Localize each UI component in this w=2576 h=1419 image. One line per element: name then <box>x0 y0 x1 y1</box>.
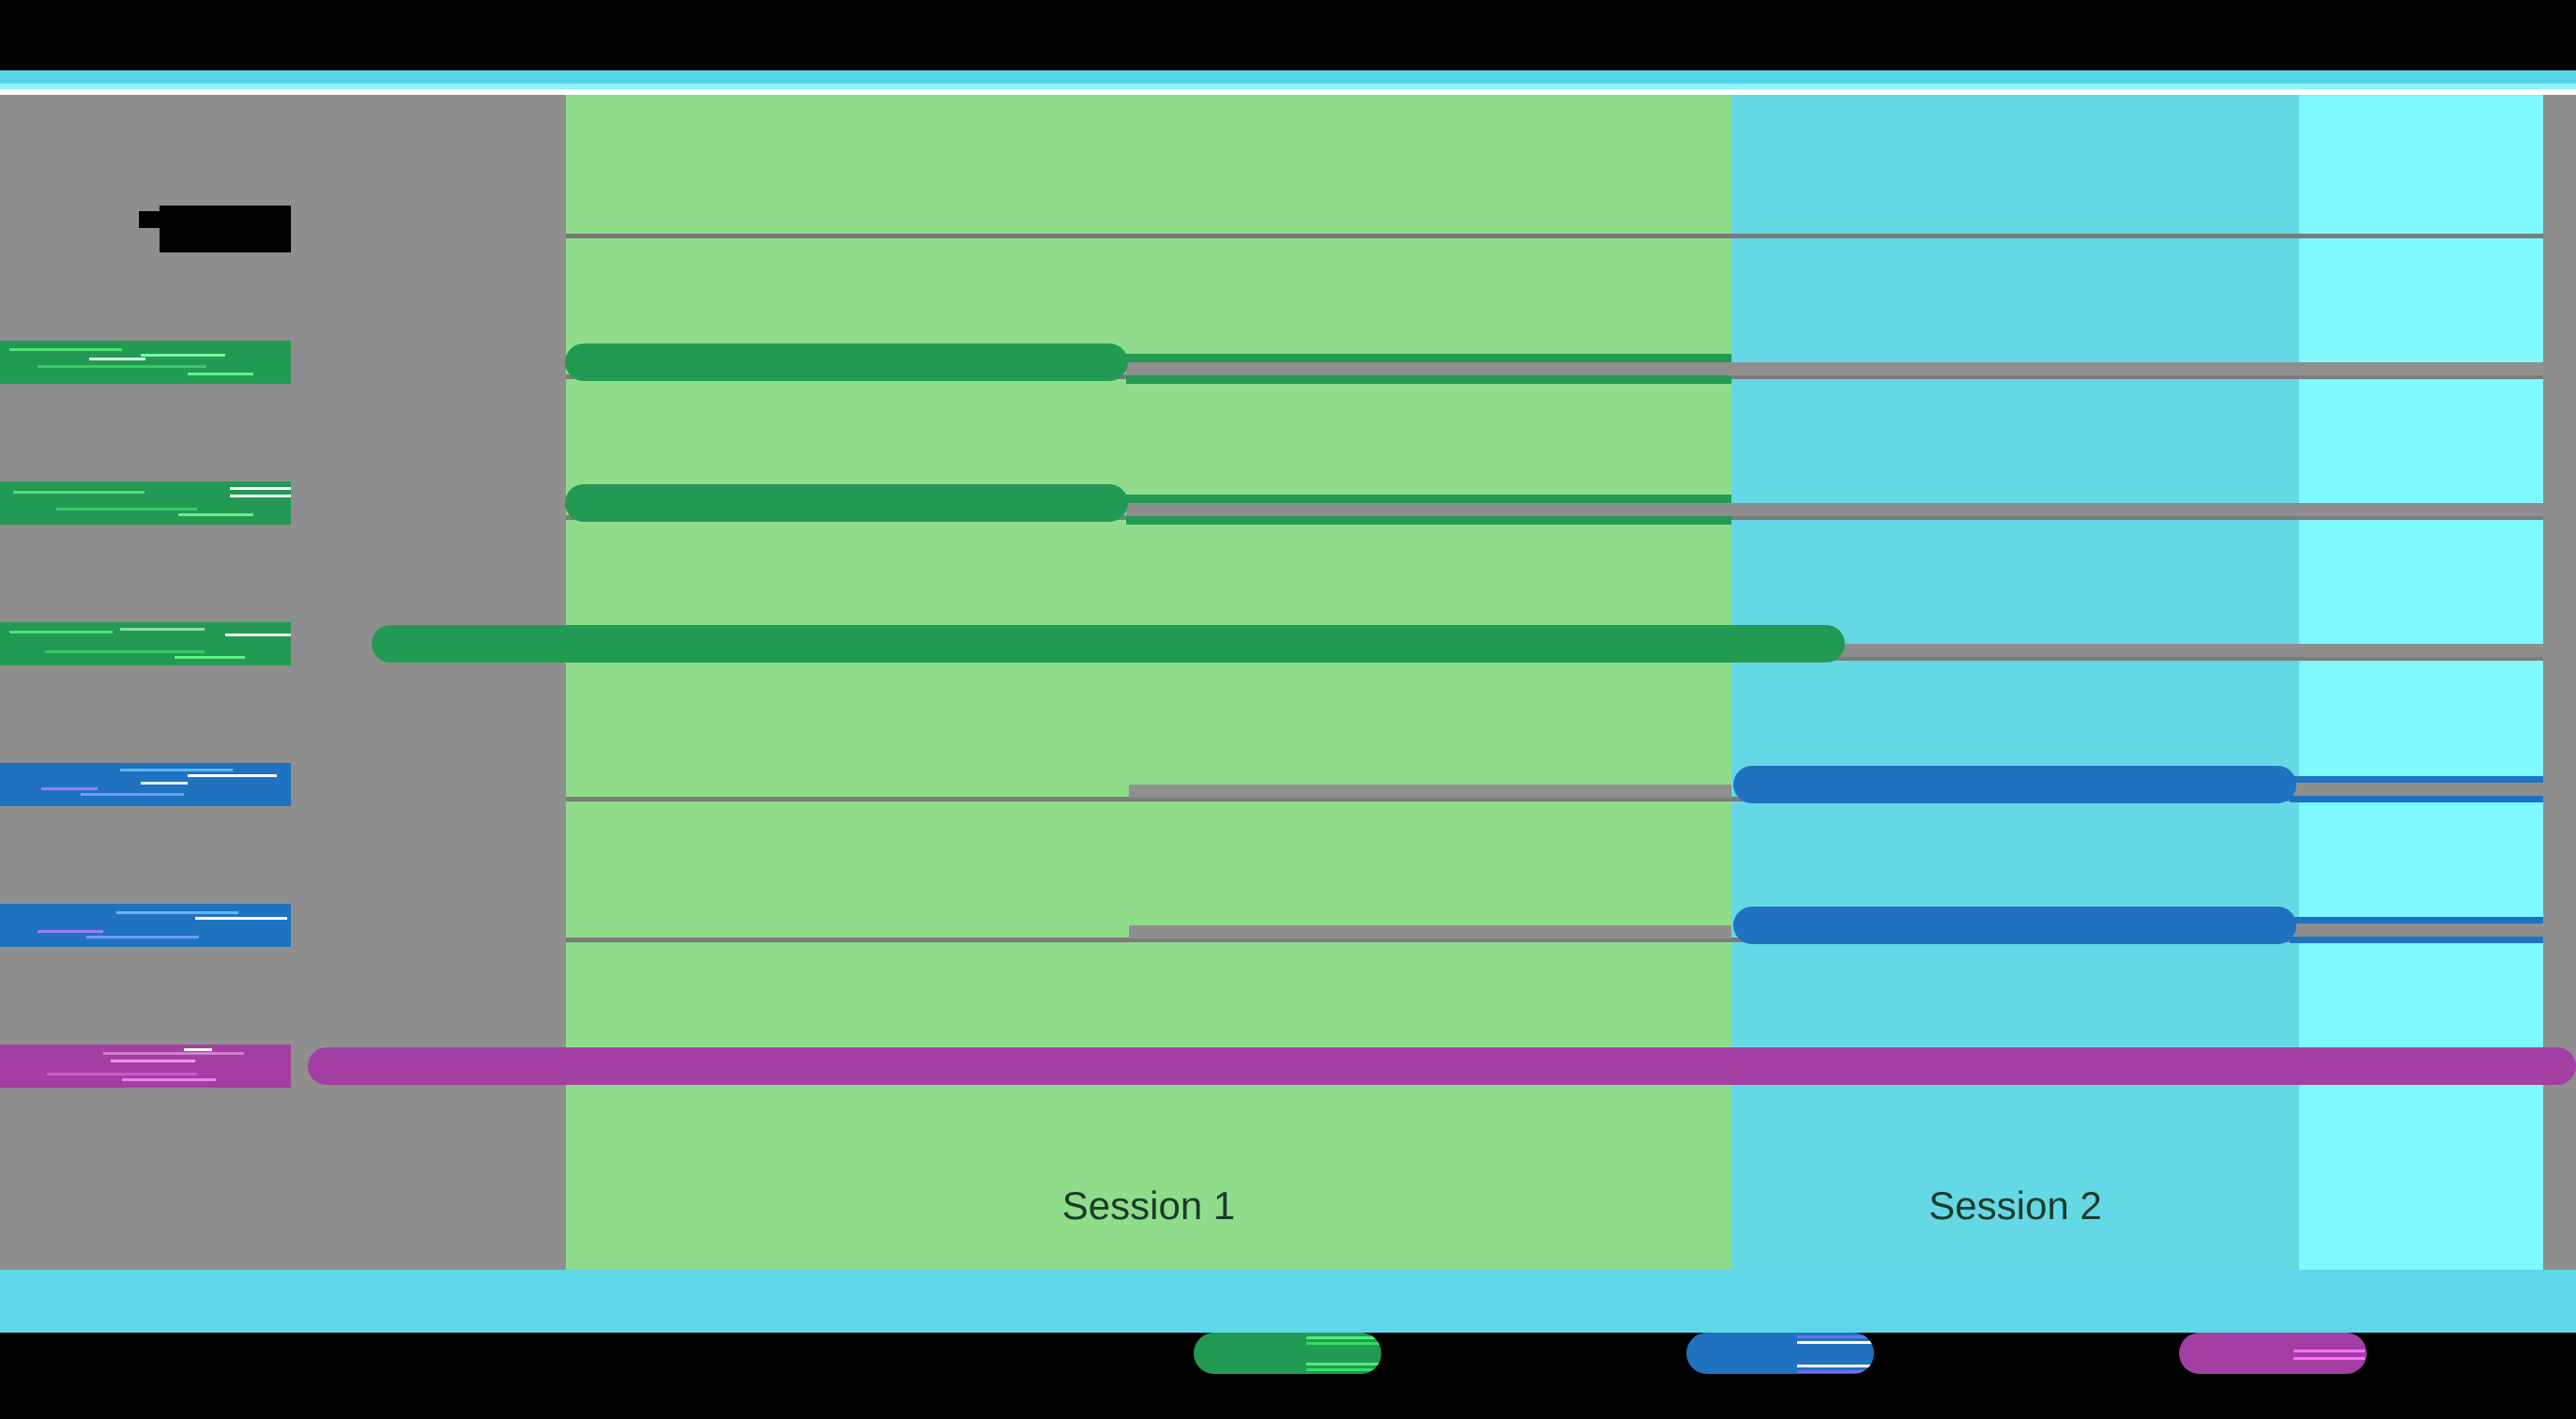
y-tick-5[interactable]: [REDACTED] <box>0 1045 291 1088</box>
task-bar-thin-1[interactable] <box>1126 495 1731 525</box>
y-tick-label-1: [REDACTED] <box>0 481 291 525</box>
task-bar-0[interactable] <box>565 343 1128 381</box>
page-title: [REDACTED] <box>160 206 291 252</box>
y-tick-4[interactable]: [REDACTED] <box>0 904 291 947</box>
y-tick-label-4: [REDACTED] <box>0 904 291 947</box>
gantt-plot-area: Session 1 Session 2 <box>0 95 2576 1270</box>
y-tick-2[interactable]: [REDACTED] <box>0 622 291 665</box>
gridline-row-0 <box>566 234 2543 238</box>
page-title-extra <box>139 211 167 228</box>
gridline-row-5 <box>566 938 2543 942</box>
top-banner-strip-3 <box>0 89 2576 95</box>
y-tick-label-3: [REDACTED] <box>0 763 291 806</box>
figure-canvas: Session 1 Session 2 <box>0 70 2576 1419</box>
session-zone-3 <box>2299 95 2543 1270</box>
task-bar-thin-2 <box>1811 644 2543 657</box>
y-tick-label-5: [REDACTED] <box>0 1045 291 1088</box>
legend-key-2[interactable]: [REDACTED] <box>2179 1333 2367 1374</box>
legend-key-1[interactable]: [REDACTED] <box>1686 1333 1874 1374</box>
task-bar-1[interactable] <box>565 484 1128 522</box>
task-bar-thin-lead-4 <box>1129 925 1731 938</box>
session-2-label: Session 2 <box>1928 1183 2102 1228</box>
y-tick-3[interactable]: [REDACTED] <box>0 763 291 806</box>
task-bar-5[interactable] <box>308 1047 2576 1085</box>
session-zone-2: Session 2 <box>1731 95 2299 1270</box>
top-banner-strip-2 <box>0 84 2576 89</box>
top-banner-strip-1 <box>0 70 2576 84</box>
y-tick-1[interactable]: [REDACTED] <box>0 481 291 525</box>
gridline-row-4 <box>566 797 2543 801</box>
task-bar-thin-tail-1 <box>1731 503 2543 516</box>
task-bar-2[interactable] <box>372 625 1845 663</box>
task-bar-thin-3[interactable] <box>2290 776 2543 802</box>
y-tick-label-0: [REDACTED] <box>0 341 291 384</box>
session-zone-1: Session 1 <box>566 95 1731 1270</box>
task-bar-thin-tail-0 <box>1731 362 2543 375</box>
task-bar-thin-lead-3 <box>1129 785 1731 798</box>
y-tick-0[interactable]: [REDACTED] <box>0 341 291 384</box>
y-tick-label-2: [REDACTED] <box>0 622 291 665</box>
legend: [REDACTED] [REDACTED] [REDACTED] <box>0 1333 2576 1419</box>
task-bar-thin-0[interactable] <box>1126 354 1731 384</box>
task-bar-thin-4[interactable] <box>2290 917 2543 943</box>
session-1-label: Session 1 <box>1061 1183 1236 1228</box>
task-bar-3[interactable] <box>1733 766 2296 803</box>
task-bar-4[interactable] <box>1733 907 2296 944</box>
legend-key-0[interactable]: [REDACTED] <box>1194 1333 1381 1374</box>
